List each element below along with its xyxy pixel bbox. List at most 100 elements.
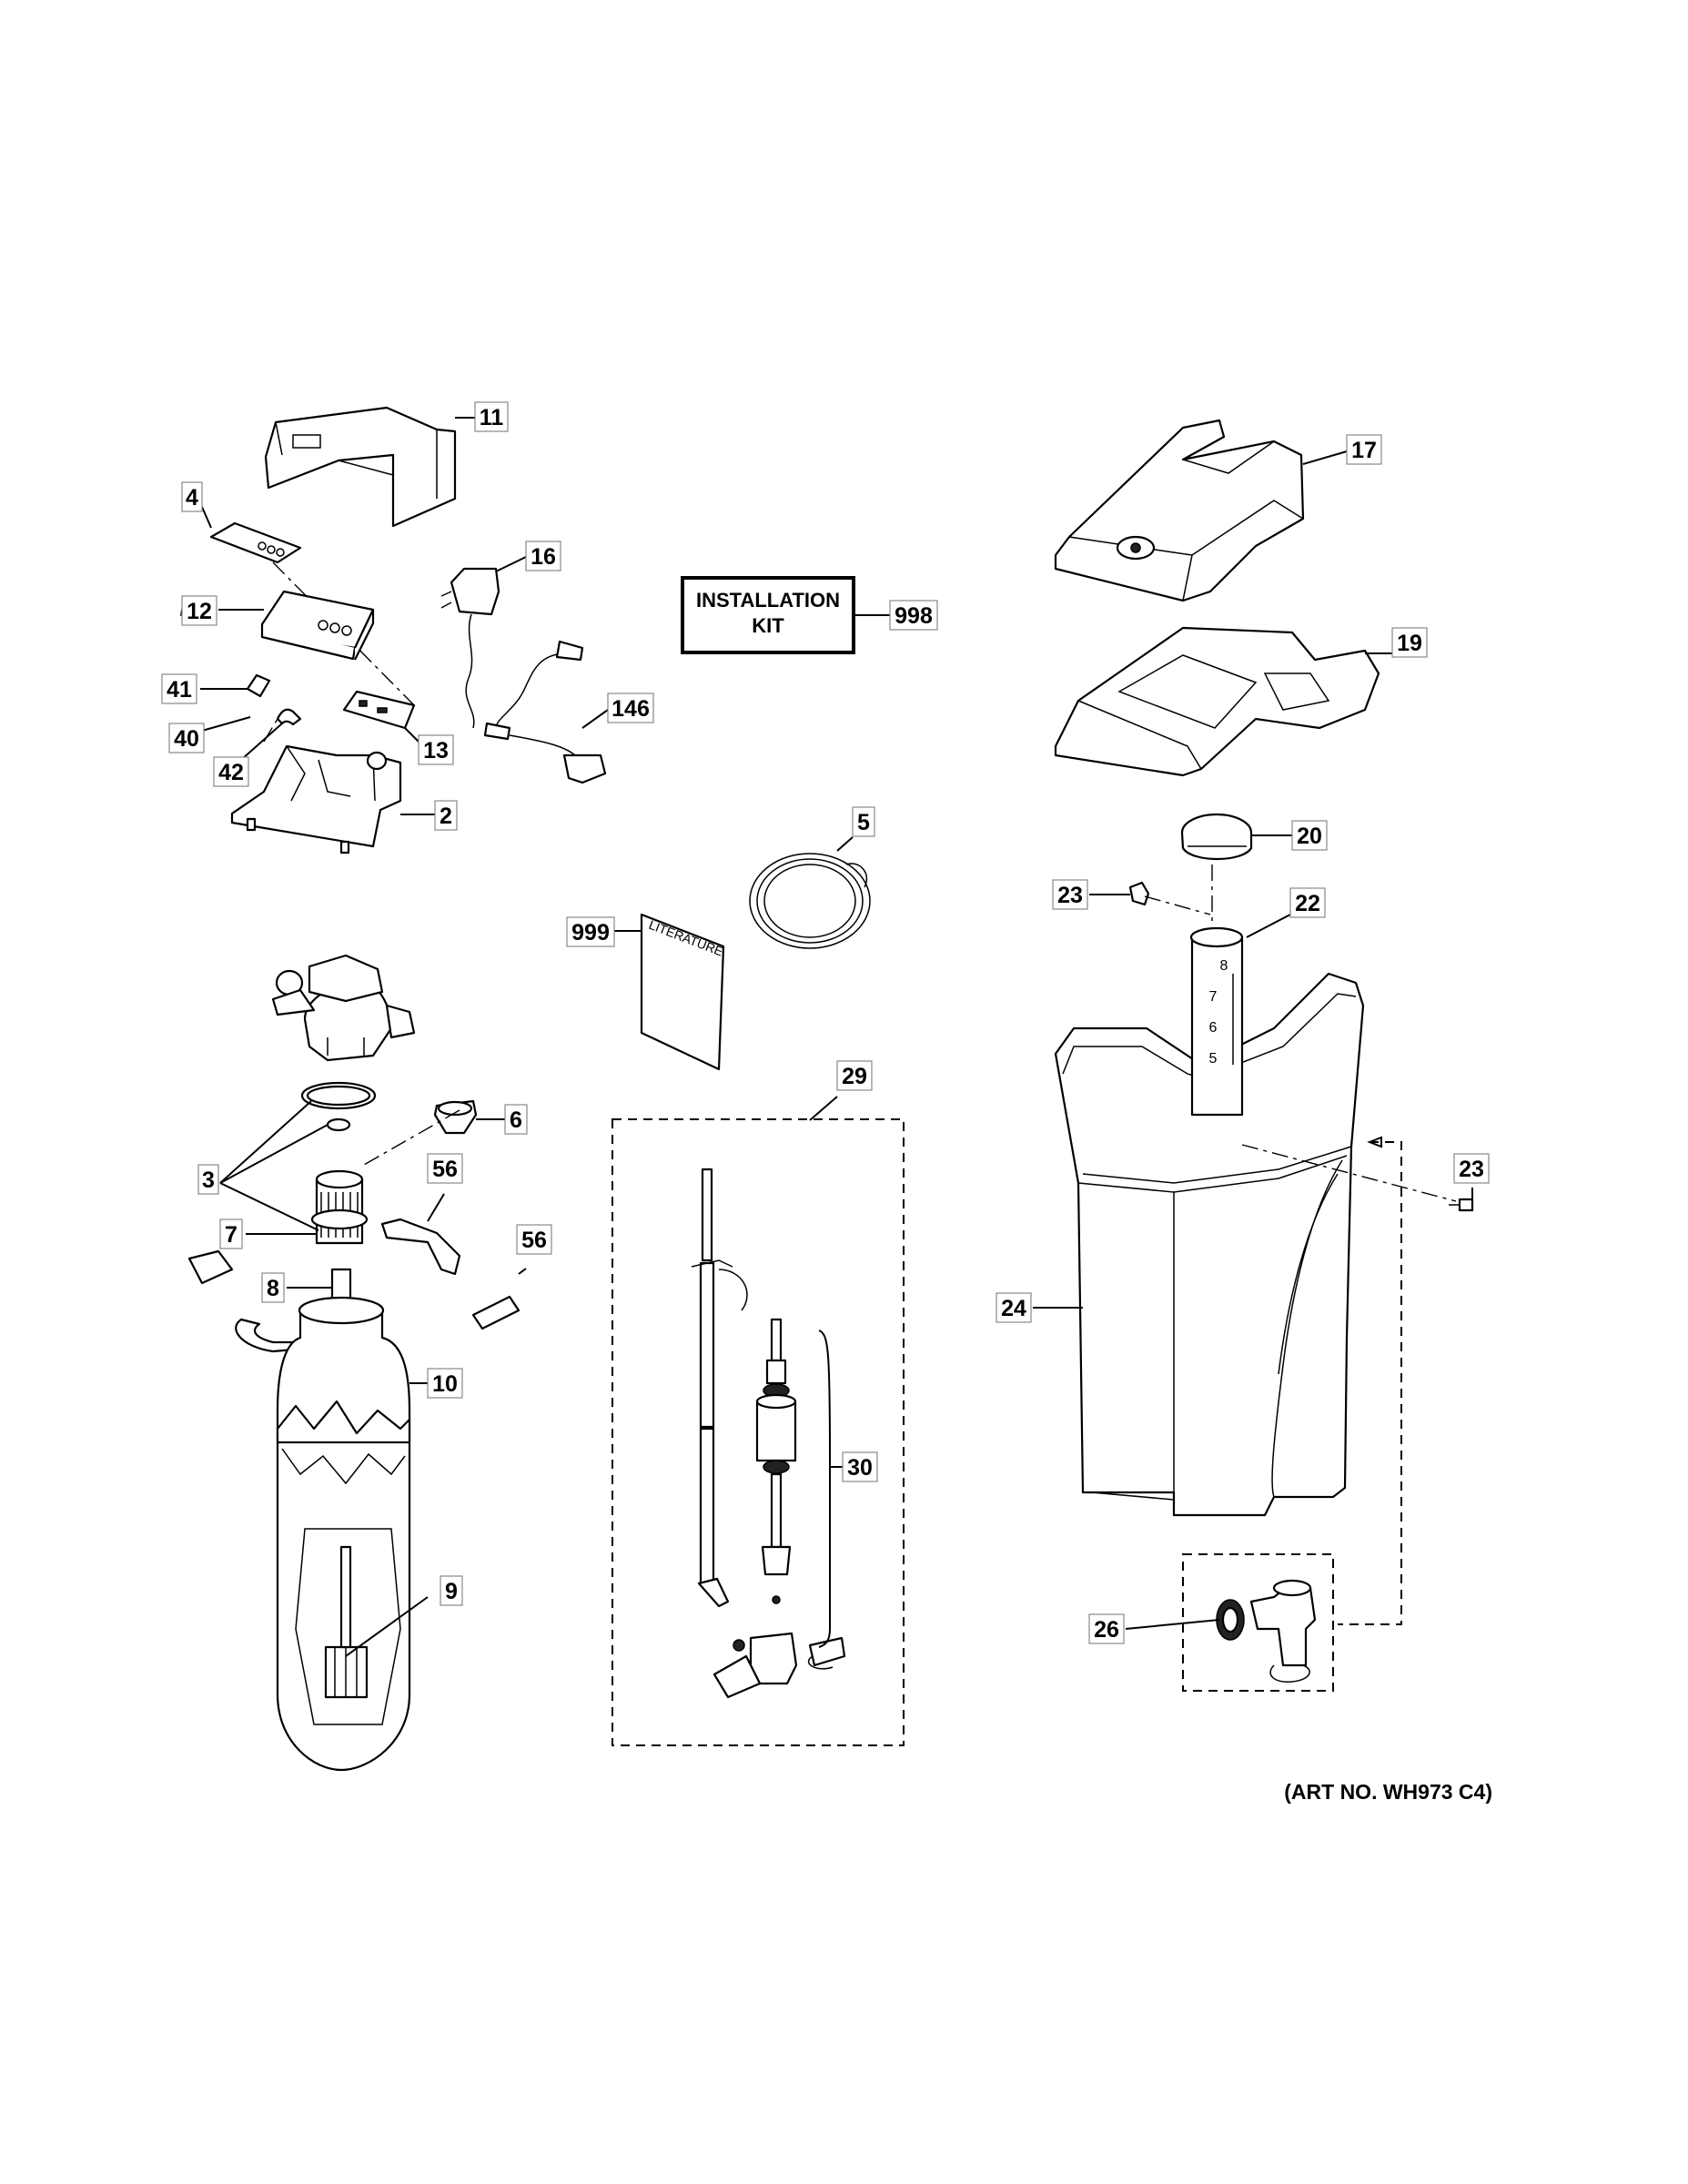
svg-text:6: 6 — [510, 1107, 522, 1133]
svg-text:2: 2 — [440, 804, 452, 829]
callout-24: 24 — [996, 1292, 1032, 1323]
part-23-screw-side — [1449, 1198, 1474, 1212]
svg-text:11: 11 — [480, 405, 504, 430]
callout-17: 17 — [1346, 434, 1382, 465]
callout-56-top: 56 — [427, 1153, 463, 1184]
part-2-chassis — [230, 744, 402, 854]
svg-text:20: 20 — [1297, 824, 1322, 849]
callout-13: 13 — [418, 734, 454, 765]
callout-9: 9 — [440, 1575, 463, 1606]
callout-8: 8 — [261, 1272, 285, 1303]
part-26-overflow-elbow — [1216, 1579, 1317, 1683]
callout-10: 10 — [427, 1368, 463, 1399]
part-13-circuit-board — [342, 690, 416, 730]
installation-kit-line1: INSTALLATION — [696, 589, 840, 612]
part-146-wire-harness — [483, 640, 607, 784]
installation-kit-box: INSTALLATION KIT — [681, 576, 855, 654]
svg-text:13: 13 — [423, 738, 449, 763]
part-16-transformer — [440, 567, 500, 729]
svg-text:17: 17 — [1351, 438, 1377, 463]
part-4-overlay — [209, 521, 302, 564]
callout-26: 26 — [1088, 1613, 1125, 1644]
svg-text:26: 26 — [1094, 1617, 1119, 1643]
callout-146: 146 — [607, 693, 654, 723]
svg-text:4: 4 — [186, 485, 198, 511]
callout-11: 11 — [474, 401, 509, 432]
svg-text:5: 5 — [857, 810, 870, 835]
svg-text:3: 3 — [202, 1168, 215, 1193]
callout-5: 5 — [852, 806, 875, 837]
svg-text:42: 42 — [218, 760, 244, 785]
installation-kit-line2: KIT — [752, 614, 784, 637]
callout-12: 12 — [181, 595, 217, 626]
art-number: (ART NO. WH973 C4) — [1284, 1780, 1492, 1804]
svg-text:146: 146 — [612, 696, 650, 722]
part-5-tubing-coil — [749, 853, 871, 949]
part-41-bracket — [246, 673, 271, 698]
svg-text:999: 999 — [571, 920, 610, 945]
callout-16: 16 — [525, 541, 561, 571]
leader-lines — [200, 417, 1473, 1657]
part-11-top-cover — [264, 406, 457, 528]
scale-mark-3: 6 — [1209, 1020, 1218, 1036]
callout-23-top: 23 — [1052, 879, 1088, 910]
svg-text:23: 23 — [1057, 883, 1083, 908]
callout-42: 42 — [213, 756, 249, 787]
svg-text:10: 10 — [432, 1371, 458, 1397]
callout-56-right: 56 — [516, 1224, 552, 1255]
callout-23-side: 23 — [1453, 1153, 1490, 1184]
scale-mark-4: 5 — [1209, 1051, 1218, 1067]
callout-41: 41 — [161, 673, 197, 704]
part-56-clamp — [187, 1218, 461, 1285]
svg-text:23: 23 — [1459, 1157, 1484, 1182]
svg-text:30: 30 — [847, 1455, 873, 1481]
svg-text:9: 9 — [445, 1579, 458, 1604]
part-56-clamp-right — [471, 1295, 521, 1330]
callout-998: 998 — [889, 600, 938, 631]
callout-4: 4 — [181, 481, 203, 512]
part-3-o-ring-inner — [306, 1085, 371, 1107]
svg-text:22: 22 — [1295, 891, 1320, 916]
brace-30 — [818, 1330, 831, 1648]
callout-999: 999 — [566, 916, 615, 947]
part-23-screw-top — [1128, 881, 1150, 906]
literature-booklet: LITERATURE — [640, 913, 725, 1071]
svg-text:19: 19 — [1397, 631, 1422, 656]
callout-7: 7 — [219, 1218, 243, 1249]
scale-mark-2: 7 — [1209, 989, 1218, 1005]
callout-40: 40 — [168, 723, 205, 753]
part-valve-body — [271, 954, 416, 1062]
svg-text:24: 24 — [1001, 1296, 1026, 1321]
callout-19: 19 — [1391, 627, 1428, 658]
svg-text:29: 29 — [842, 1064, 867, 1089]
callout-29: 29 — [836, 1060, 873, 1091]
callout-22: 22 — [1289, 887, 1326, 918]
callout-20: 20 — [1291, 820, 1328, 851]
callout-3: 3 — [197, 1164, 219, 1195]
svg-text:7: 7 — [225, 1222, 238, 1248]
svg-text:41: 41 — [167, 677, 192, 703]
svg-text:40: 40 — [174, 726, 199, 752]
part-29-brine-valve-assembly — [691, 1168, 846, 1699]
svg-text:12: 12 — [187, 599, 212, 624]
svg-text:16: 16 — [531, 544, 556, 570]
part-7-distributor-basket — [310, 1169, 369, 1245]
svg-text:56: 56 — [521, 1228, 547, 1253]
part-22-brine-well: 8 7 6 5 — [1189, 926, 1244, 1117]
part-20-brine-well-cap — [1180, 813, 1253, 861]
part-6-cap — [433, 1099, 478, 1135]
dashed-connection — [1338, 1141, 1402, 1625]
svg-text:998: 998 — [895, 603, 933, 629]
svg-text:8: 8 — [267, 1276, 279, 1301]
part-19-lid-frame — [1054, 626, 1380, 777]
part-10-tank — [276, 1268, 411, 1772]
part-42-clip — [276, 708, 302, 726]
callout-6: 6 — [504, 1104, 528, 1135]
callout-2: 2 — [434, 800, 458, 831]
assembly-26-box — [1182, 1553, 1334, 1692]
part-3-small-ring — [326, 1117, 351, 1132]
assembly-29-box — [612, 1118, 905, 1746]
callout-30: 30 — [842, 1451, 878, 1482]
svg-text:56: 56 — [432, 1157, 458, 1182]
